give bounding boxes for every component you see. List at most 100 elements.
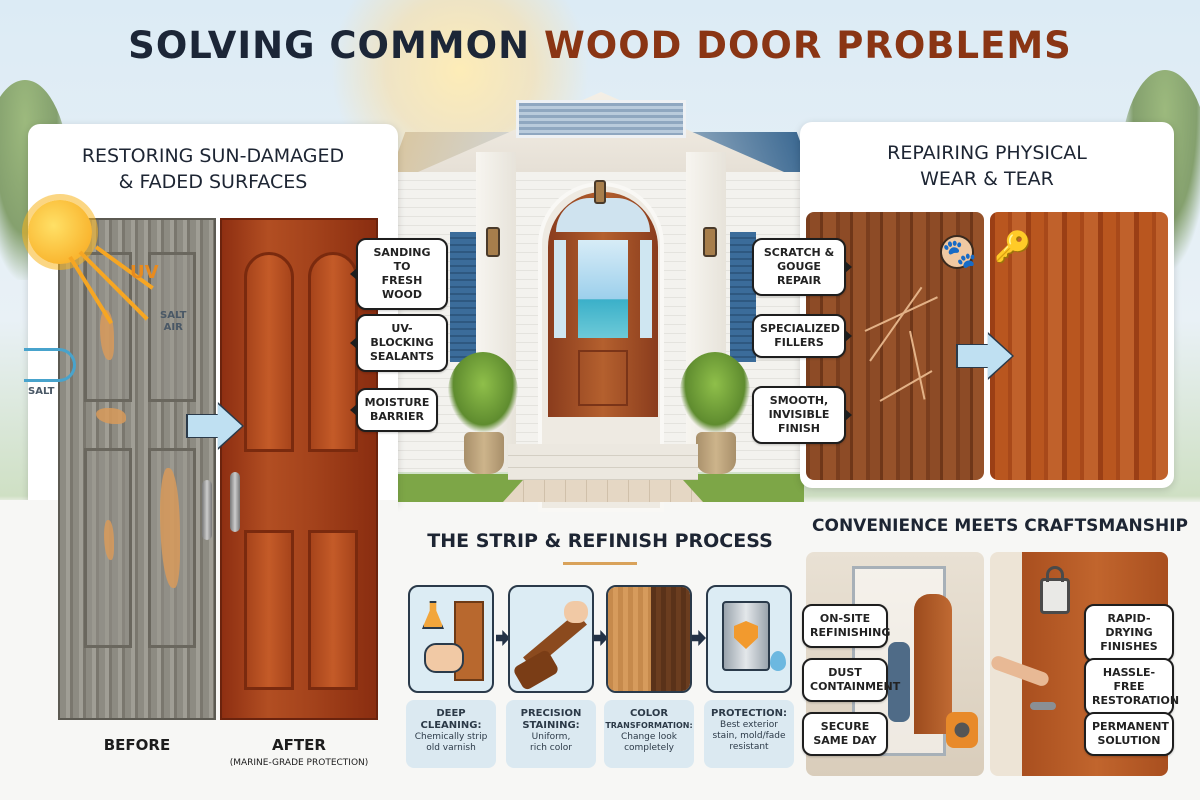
- callout-line: GOUGE REPAIR: [776, 260, 822, 287]
- sidelight-right: [640, 240, 652, 338]
- potted-palm-right: [680, 352, 750, 432]
- door-handle-icon: [202, 480, 212, 540]
- paver-path: [503, 480, 703, 502]
- callout-dust-containment: DUST CONTAINMENT: [802, 658, 901, 702]
- door-being-sprayed: [914, 594, 952, 734]
- callout-line: RAPID-DRYING: [1105, 612, 1153, 639]
- salt-air-line-1: SALT: [160, 310, 187, 321]
- pendant-lamp-icon: [594, 180, 606, 204]
- step-title: TRANSFORMATION:: [605, 721, 693, 730]
- brush-icon: [508, 585, 594, 693]
- step-caption-staining: PRECISION STAINING: Uniform, rich color: [506, 700, 596, 768]
- peeling-paint: [160, 468, 180, 588]
- callout-same-day: SECURE SAME DAY: [802, 712, 888, 756]
- peeling-paint: [104, 520, 114, 560]
- before-label: BEFORE: [103, 736, 171, 754]
- shutter-right: [730, 232, 756, 362]
- callout-line: FILLERS: [774, 336, 824, 349]
- door-panel: [578, 350, 628, 406]
- callout-hassle-free: HASSLE-FREE RESTORATION: [1084, 658, 1180, 716]
- porch-steps: [508, 444, 698, 480]
- cleaning-icon: [408, 585, 494, 693]
- step-desc: old varnish: [426, 743, 476, 753]
- callout-moisture-barrier: MOISTURE BARRIER: [350, 388, 438, 432]
- callout-line: REFINISHING: [810, 626, 891, 639]
- repaired-wood-panel: [990, 212, 1168, 480]
- dark-wood-swatch: [651, 587, 690, 691]
- planter-left: [464, 432, 504, 474]
- callout-line: HASSLE-FREE: [1102, 666, 1156, 693]
- process-heading: THE STRIP & REFINISH PROCESS: [427, 530, 773, 552]
- page-title: SOLVING COMMON WOOD DOOR PROBLEMS: [0, 24, 1200, 67]
- shutter-left: [450, 232, 476, 362]
- heading-line-2: WEAR & TEAR: [920, 168, 1054, 190]
- callout-line: INVISIBLE: [768, 408, 830, 421]
- hand-cloth-icon: [424, 643, 464, 673]
- flask-icon: [422, 601, 444, 629]
- callout-sanding: SANDING TO FRESH WOOD: [350, 238, 448, 310]
- step-desc: Best exterior: [720, 720, 778, 730]
- convenience-heading: CONVENIENCE MEETS CRAFTSMANSHIP: [812, 516, 1188, 536]
- step-arrow-icon: [692, 630, 706, 646]
- salt-label: SALT: [28, 386, 55, 397]
- wall-lamp-left-icon: [486, 227, 500, 257]
- callout-line: SPECIALIZED: [760, 322, 840, 335]
- step-desc: stain, mold/fade resistant: [712, 731, 786, 752]
- step-caption-color: COLOR TRANSFORMATION: Change look comple…: [604, 700, 694, 768]
- callout-line: RESTORATION: [1092, 694, 1180, 707]
- step-title: DEEP: [436, 708, 466, 719]
- step-desc: Chemically strip: [414, 732, 488, 742]
- callout-onsite: ON-SITE REFINISHING: [802, 604, 891, 648]
- step-title: PRECISION: [520, 708, 582, 719]
- callout-rapid-drying: RAPID-DRYING FINISHES: [1084, 604, 1174, 662]
- heading-underline: [563, 562, 637, 565]
- restored-door-after: [220, 218, 378, 720]
- callout-line: SAME DAY: [813, 734, 877, 747]
- door-glass: [578, 240, 628, 338]
- door-panel: [308, 530, 358, 690]
- callout-line: SMOOTH,: [769, 394, 829, 407]
- callout-line: SCRATCH &: [763, 246, 835, 259]
- salt-air-line-2: AIR: [163, 322, 183, 333]
- title-part-accent: WOOD DOOR PROBLEMS: [543, 24, 1072, 67]
- step-desc: completely: [624, 743, 674, 753]
- door-lever-icon: [1030, 702, 1056, 710]
- front-door: [548, 192, 658, 417]
- paint-can: [722, 601, 770, 671]
- physical-wear-heading: REPAIRING PHYSICAL WEAR & TEAR: [800, 140, 1174, 192]
- door-panel: [148, 252, 196, 402]
- step-desc: Change look: [620, 732, 678, 742]
- door-panel: [244, 252, 294, 452]
- key-icon: 🔑: [994, 231, 1032, 264]
- paw-icon: 🐾: [940, 235, 977, 269]
- step-desc: Uniform,: [531, 732, 571, 742]
- callout-line: FRESH WOOD: [381, 274, 423, 301]
- callout-line: UV-BLOCKING: [370, 322, 434, 349]
- after-sublabel: (MARINE-GRADE PROTECTION): [229, 758, 369, 768]
- callout-line: SECURE: [820, 720, 870, 733]
- fan-icon: [946, 712, 978, 748]
- callout-line: SEALANTS: [369, 350, 435, 363]
- sun-damage-heading: RESTORING SUN-DAMAGED & FADED SURFACES: [28, 143, 398, 195]
- callout-line: SANDING TO: [373, 246, 431, 273]
- house-illustration: [390, 82, 812, 512]
- title-part-dark: SOLVING COMMON: [128, 24, 531, 67]
- peeling-paint: [96, 408, 126, 424]
- planter-right: [696, 432, 736, 474]
- step-caption-cleaning: DEEP CLEANING: Chemically strip old varn…: [406, 700, 496, 768]
- step-title: PROTECTION:: [711, 708, 787, 719]
- light-wood-swatch: [608, 587, 651, 691]
- step-caption-protection: PROTECTION: Best exterior stain, mold/fa…: [704, 700, 794, 768]
- step-title: STAINING:: [522, 720, 580, 731]
- callout-permanent: PERMANENT SOLUTION: [1084, 712, 1174, 756]
- callout-scratch-repair: SCRATCH & GOUGE REPAIR: [752, 238, 852, 296]
- shield-can-icon: [706, 585, 792, 693]
- callout-line: FINISH: [777, 422, 821, 435]
- callout-specialized-fillers: SPECIALIZED FILLERS: [752, 314, 852, 358]
- callout-line: CONTAINMENT: [810, 680, 901, 693]
- callout-line: MOISTURE: [364, 396, 430, 409]
- wind-icon: [24, 348, 76, 382]
- uv-label: UV: [130, 262, 159, 283]
- gable-vent: [516, 100, 686, 138]
- door-panel: [308, 252, 358, 452]
